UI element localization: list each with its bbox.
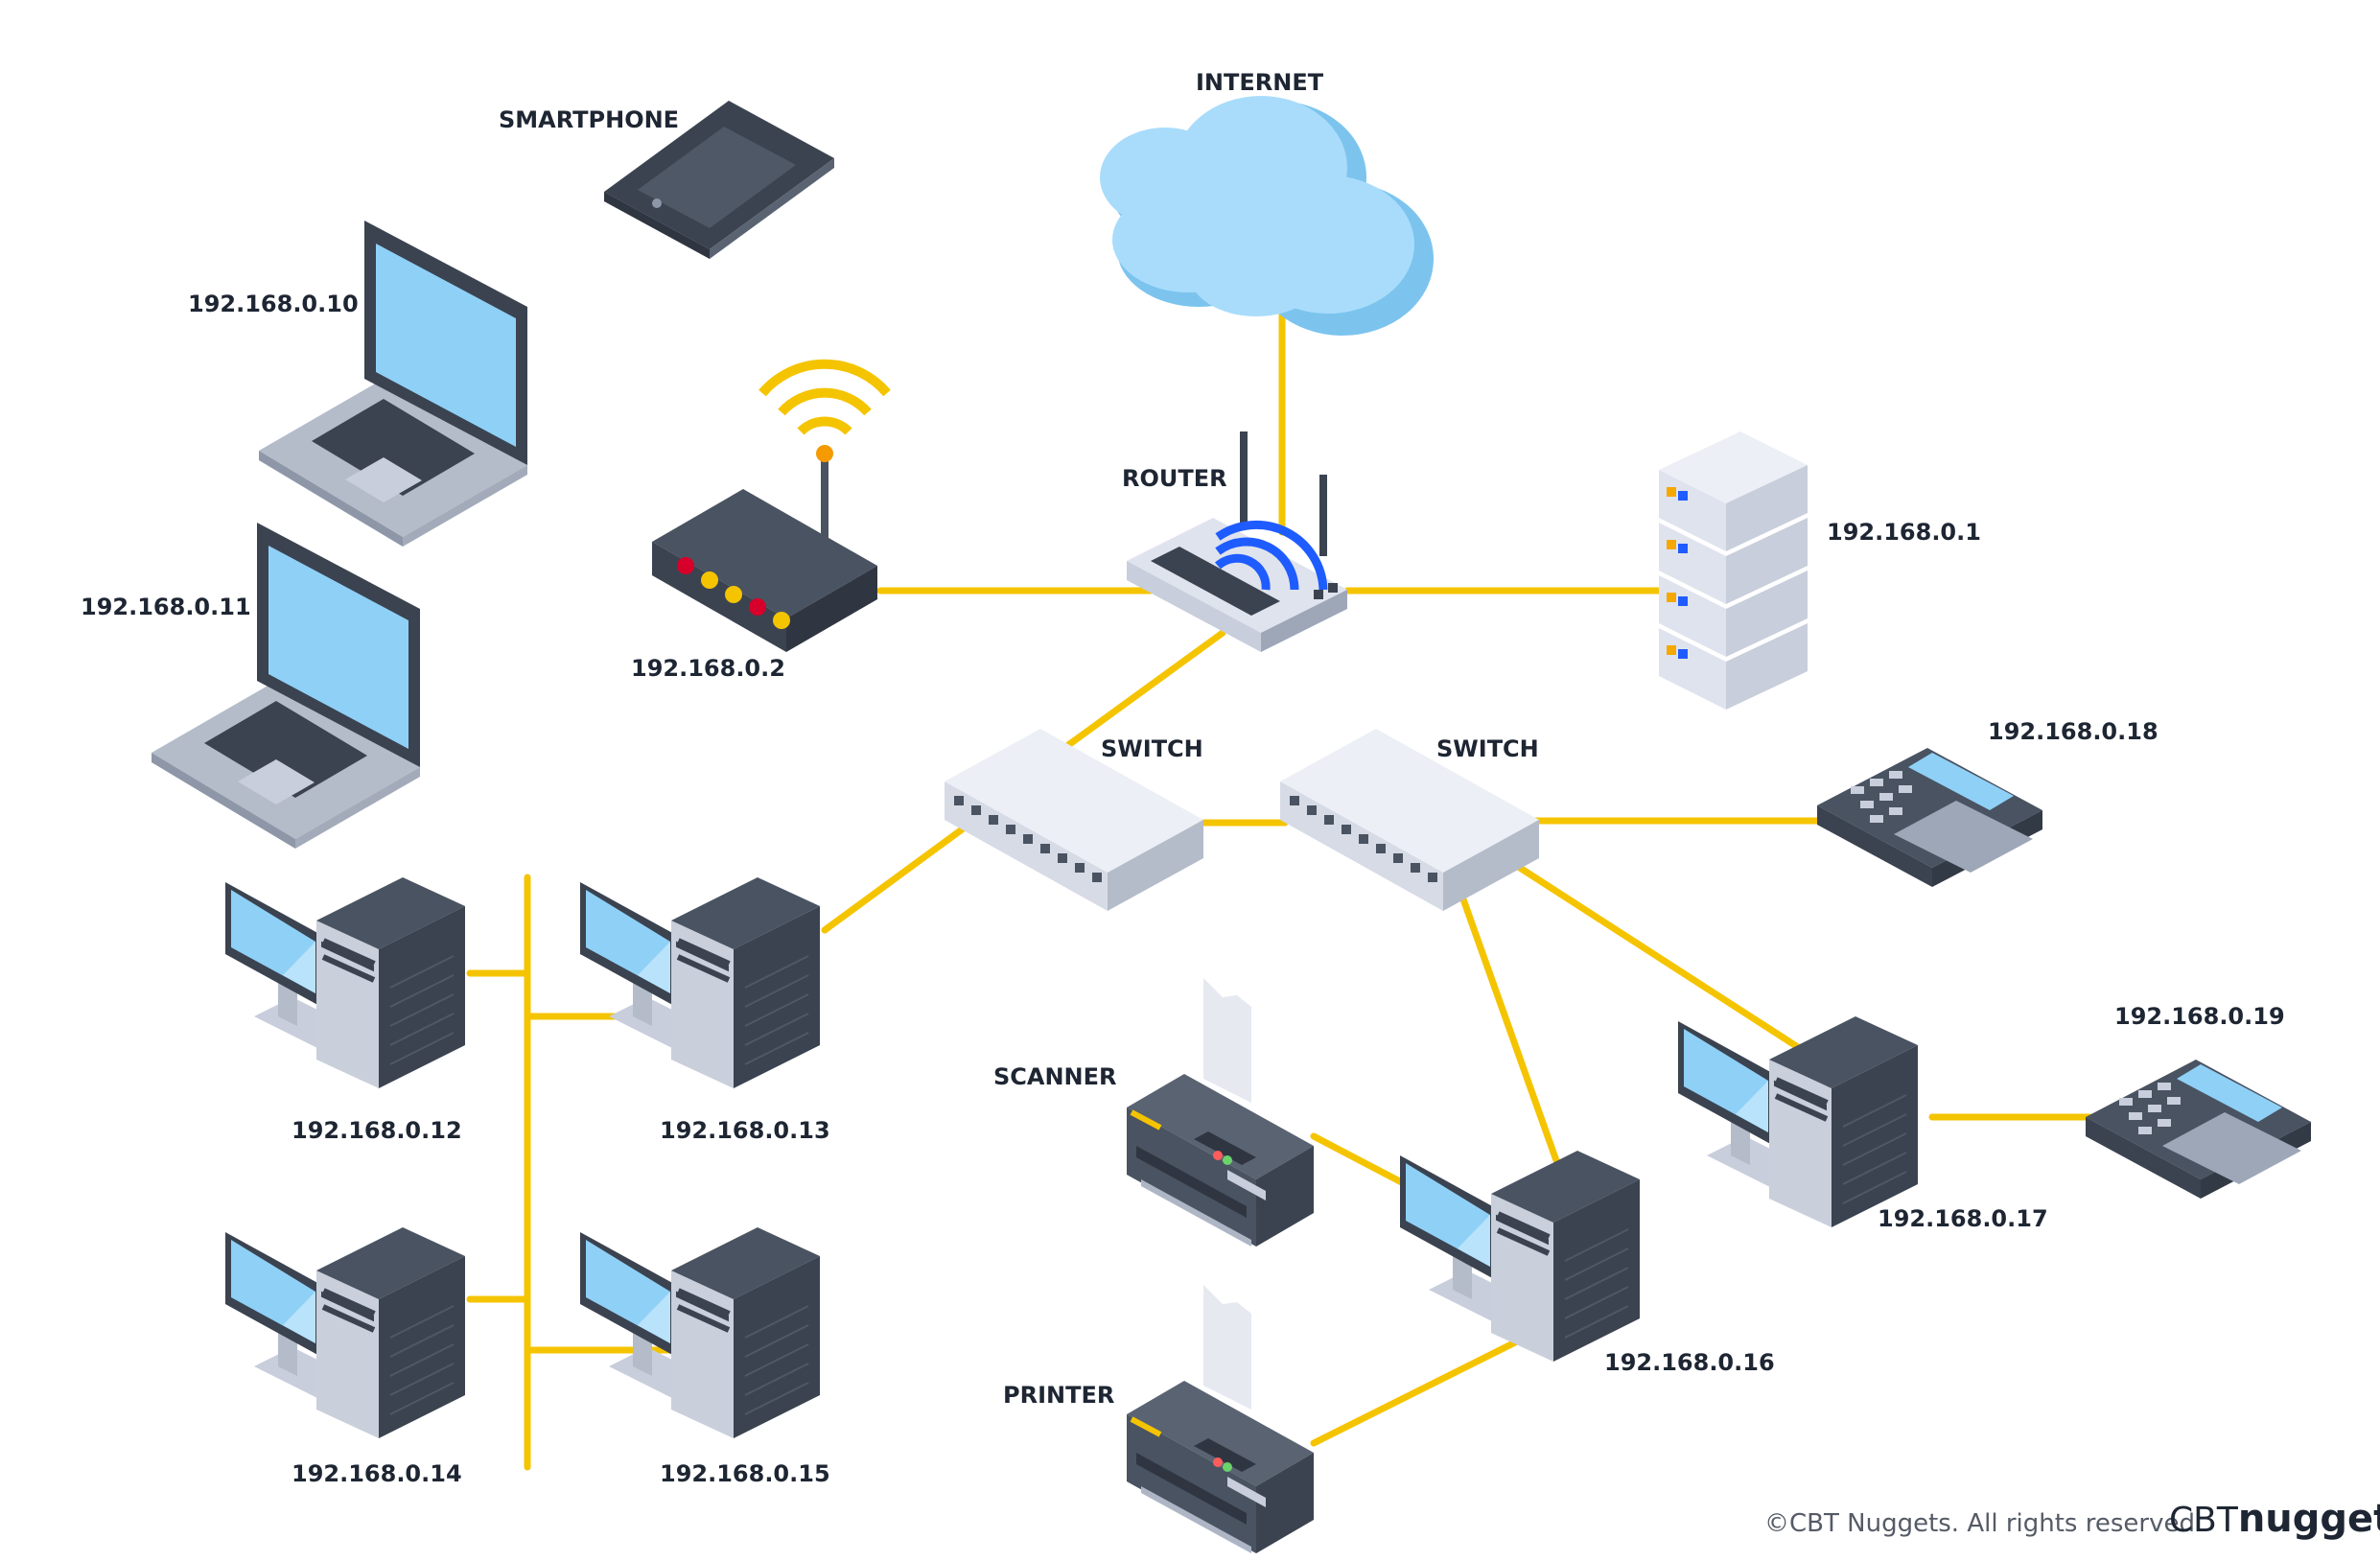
footer: ©CBT Nuggets. All rights reserved. CBTnu… <box>1764 1497 2380 1541</box>
link-router-switch-left <box>1061 629 1226 752</box>
pc-icon-13 <box>580 877 820 1088</box>
network-links <box>466 303 2094 1471</box>
laptop-icon-10 <box>259 221 527 547</box>
label-scanner: SCANNER <box>993 1063 1117 1090</box>
link-switch-right-pc-16 <box>1458 893 1567 1183</box>
brand-logo: CBTnuggets <box>2169 1497 2380 1541</box>
label-ip-server: 192.168.0.1 <box>1827 519 1981 546</box>
label-internet: INTERNET <box>1196 69 1324 96</box>
server-icon <box>1659 431 1808 710</box>
pc-icon-12 <box>225 877 465 1088</box>
link-printer-pc-16 <box>1310 1339 1519 1447</box>
link-switch-right-pc-17 <box>1516 864 1821 1063</box>
access-point-icon <box>652 359 891 652</box>
labels: INTERNET SMARTPHONE ROUTER SWITCH SWITCH… <box>81 69 2285 1487</box>
brand-prefix: CBT <box>2169 1501 2239 1540</box>
pc-icon-16 <box>1400 1151 1640 1362</box>
label-ip-pc-13: 192.168.0.13 <box>660 1117 830 1144</box>
desk-phone-icon-18 <box>1817 748 2042 887</box>
smartphone-icon <box>604 101 834 259</box>
label-ip-pc-15: 192.168.0.15 <box>660 1460 830 1487</box>
label-printer: PRINTER <box>1003 1382 1114 1409</box>
link-scanner-pc-16 <box>1310 1132 1418 1193</box>
copyright-text: ©CBT Nuggets. All rights reserved. <box>1764 1509 2203 1538</box>
label-ip-pc-17: 192.168.0.17 <box>1878 1205 2048 1232</box>
label-switch-right: SWITCH <box>1436 735 1539 762</box>
label-smartphone: SMARTPHONE <box>499 106 679 133</box>
pc-icon-14 <box>225 1227 465 1438</box>
label-router: ROUTER <box>1122 465 1227 492</box>
internet-cloud-icon <box>1100 96 1434 336</box>
label-ip-laptop-10: 192.168.0.10 <box>188 291 359 317</box>
label-ip-phone-18: 192.168.0.18 <box>1988 718 2158 745</box>
label-ip-laptop-11: 192.168.0.11 <box>81 594 251 620</box>
label-ip-access-point: 192.168.0.2 <box>631 655 785 682</box>
pc-icon-15 <box>580 1227 820 1438</box>
laptop-icon-11 <box>152 523 420 849</box>
label-ip-phone-19: 192.168.0.19 <box>2114 1003 2285 1030</box>
brand-name: nuggets <box>2238 1497 2380 1541</box>
router-icon <box>1127 431 1347 652</box>
printer-icon <box>1127 1285 1314 1553</box>
desk-phone-icon-19 <box>2086 1060 2311 1199</box>
label-ip-pc-16: 192.168.0.16 <box>1604 1349 1775 1376</box>
label-switch-left: SWITCH <box>1101 735 1203 762</box>
link-switch-left-pc-13 <box>821 821 972 934</box>
label-ip-pc-12: 192.168.0.12 <box>292 1117 462 1144</box>
pc-icon-17 <box>1678 1016 1918 1227</box>
scanner-icon <box>1127 978 1314 1247</box>
label-ip-pc-14: 192.168.0.14 <box>292 1460 462 1487</box>
